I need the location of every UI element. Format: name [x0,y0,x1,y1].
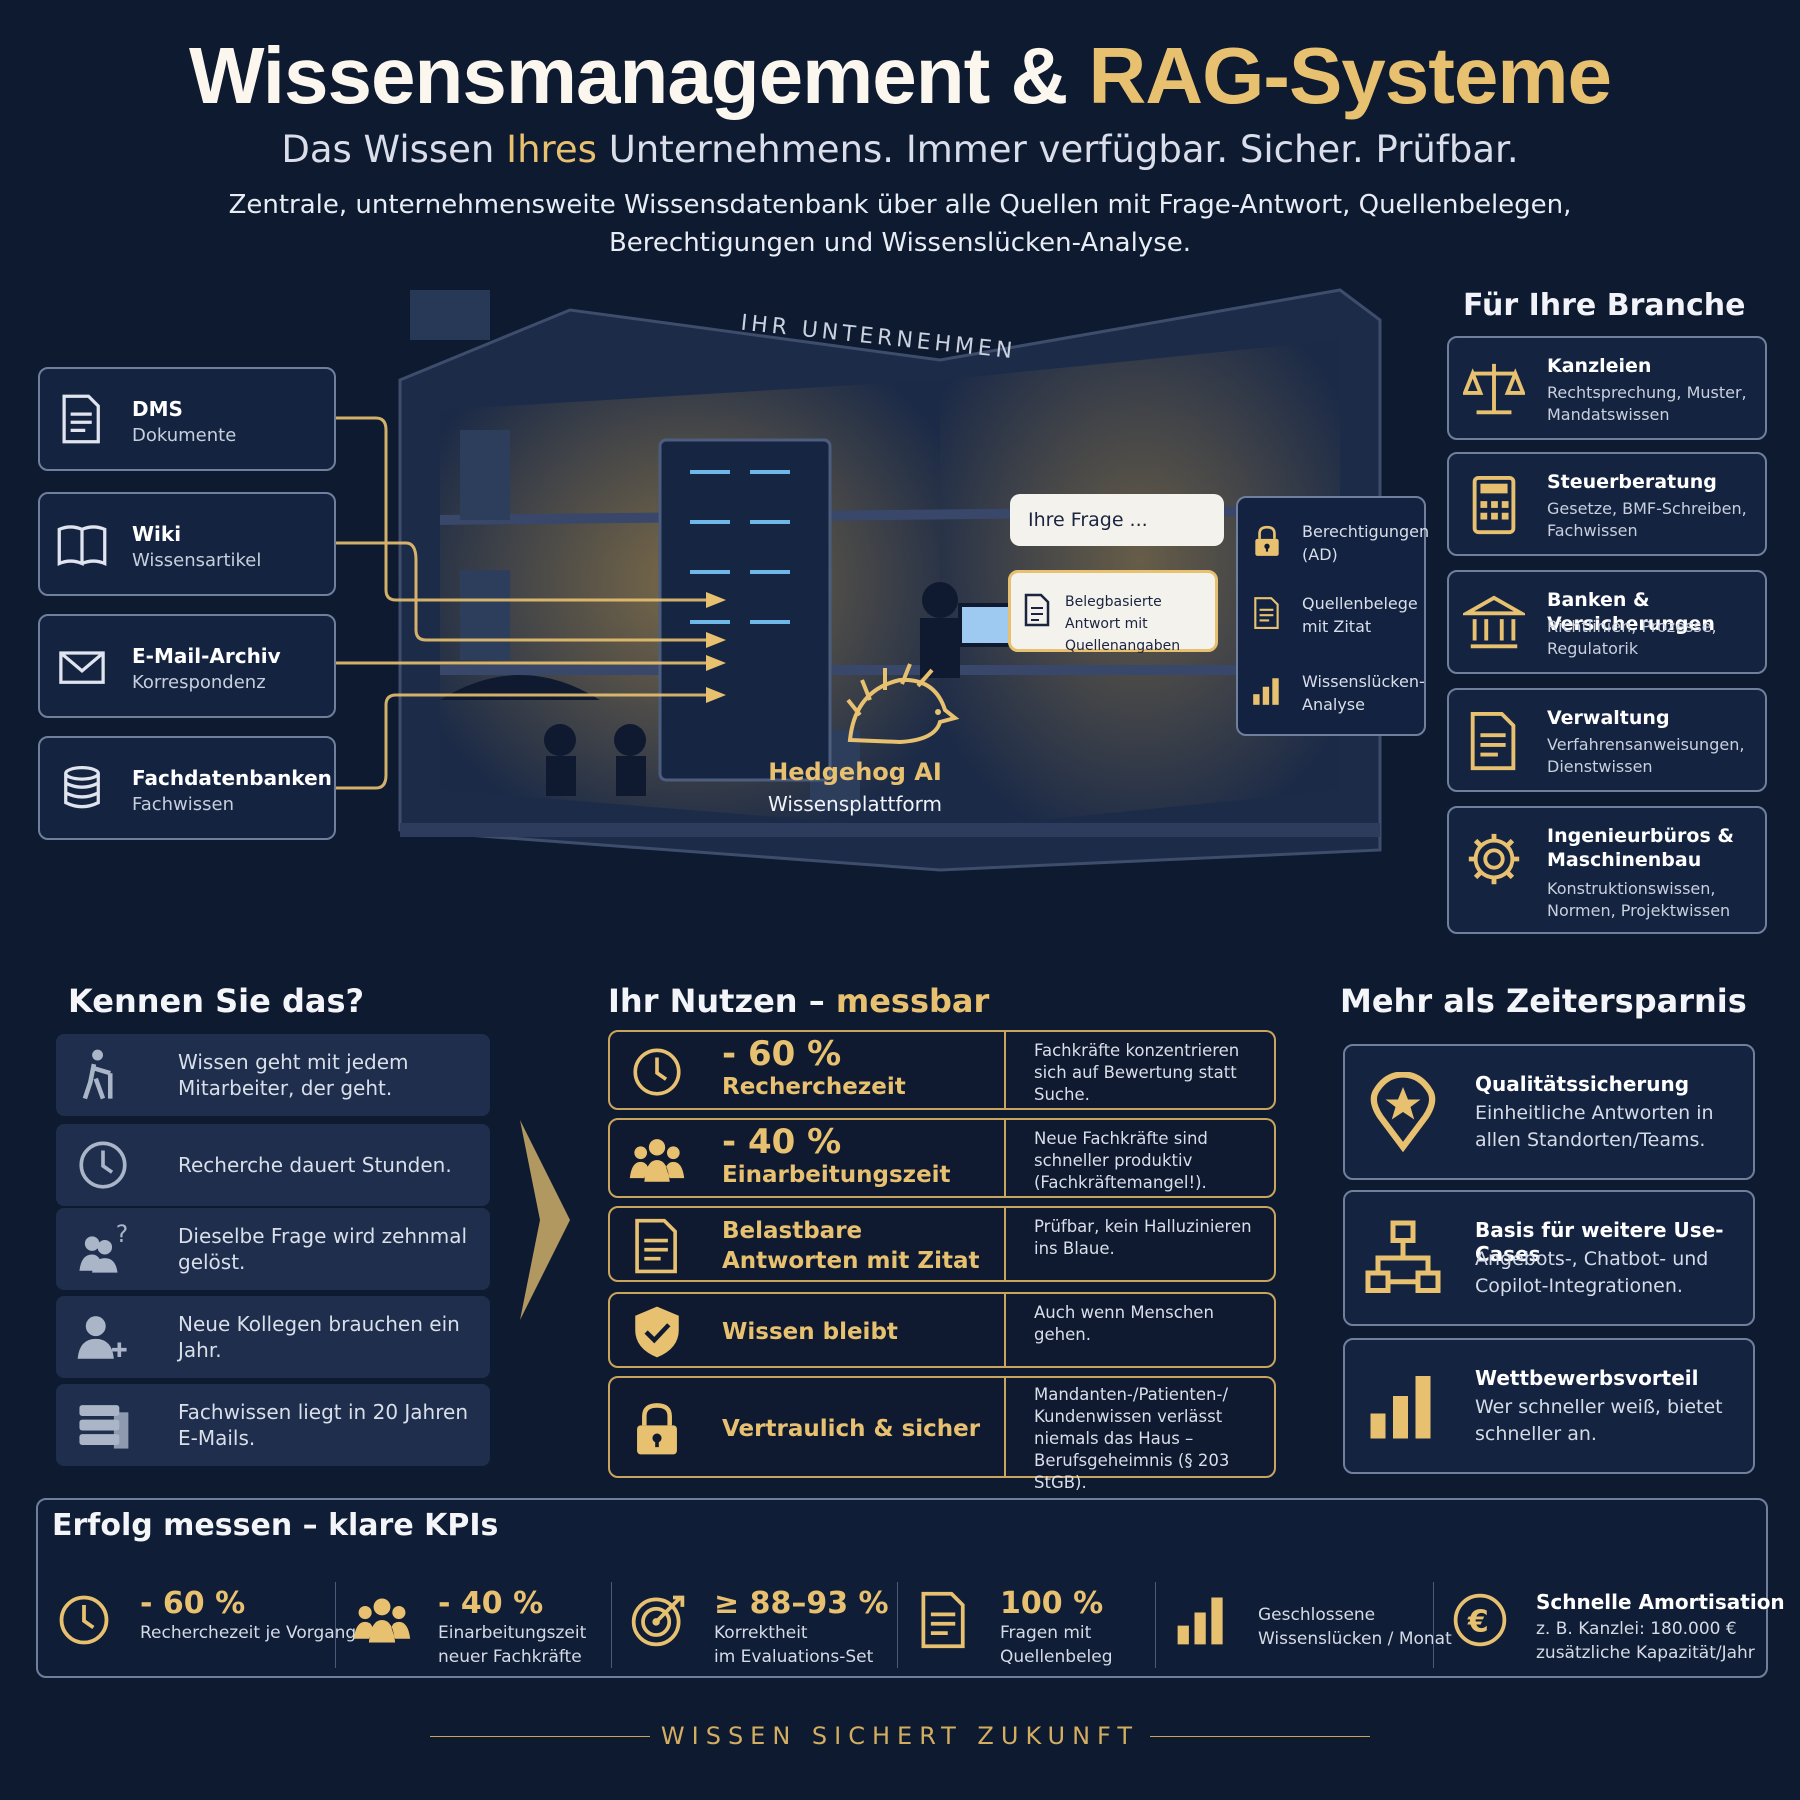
kpi-item: 100 % Fragen mit Quellenbeleg [898,1582,1156,1672]
document-icon [62,394,100,444]
calculator-icon [1472,475,1516,535]
problem-item: Fachwissen liegt in 20 Jahren E-Mails. [56,1384,490,1466]
benefit-item: Wissen bleibt Auch wenn Menschen gehen. [608,1292,1276,1368]
kpi-item: Geschlossene Wissenslücken / Monat [1156,1582,1452,1672]
platform-name: Hedgehog AI [768,758,942,786]
svg-text:?: ? [116,1220,129,1248]
branch-item[interactable]: Ingenieurbüros & Maschinenbau Konstrukti… [1447,806,1767,934]
platform-subtitle: Wissensplattform [768,792,942,816]
source-connectors [336,416,726,790]
hierarchy-icon [1365,1220,1441,1293]
document-icon [635,1218,677,1274]
benefit-item: - 60 % Recherchezeit Fachkräfte konzentr… [608,1030,1276,1110]
page-subtitle: Das Wissen Ihres Unternehmens. Immer ver… [281,128,1519,171]
advantage-item: Basis für weitere Use-Cases Angebots-, C… [1343,1190,1755,1326]
kpi-item: ≥ 88–93 % Korrektheit im Evaluations-Set [612,1582,898,1672]
branch-item[interactable]: Steuerberatung Gesetze, BMF-Schreiben, F… [1447,452,1767,556]
clock-icon [633,1048,681,1096]
problem-item: Neue Kollegen brauchen ein Jahr. [56,1296,490,1378]
clock-icon [79,1141,127,1189]
problem-item: ? Dieselbe Frage wird zehnmal gelöst. [56,1208,490,1290]
more-heading: Mehr als Zeitersparnis [1340,982,1747,1020]
source-wiki[interactable]: Wiki Wissensartikel [38,492,336,596]
answer-card: Belegbasierte Antwort mit Quellenangaben [1008,570,1218,654]
kpi-item: - 60 % Recherchezeit je Vorgang [38,1582,356,1672]
document-icon [921,1591,965,1649]
hedgehog-icon [846,663,960,745]
group-question-icon: ? [79,1220,129,1273]
source-dms[interactable]: DMS Dokumente [38,367,336,471]
page-title: Wissensmanagement & RAG-Systeme [188,31,1612,120]
bar-chart-icon [1253,678,1279,705]
building-illustration [380,270,1420,970]
branch-heading: Für Ihre Branche [1463,288,1746,323]
gear-icon [1468,833,1520,885]
kpi-item: € Schnelle Amortisation z. B. Kanzlei: 1… [1434,1582,1785,1672]
bank-icon [1459,595,1529,649]
document-icon [1470,711,1516,771]
database-icon [64,766,100,809]
benefit-item: Vertraulich & sicher Mandanten-/Patiente… [608,1376,1276,1492]
bar-chart-icon [1370,1376,1431,1439]
footer-tagline: WISSEN SICHERT ZUKUNFT [660,1722,1140,1750]
book-icon [57,525,107,566]
branch-item[interactable]: Verwaltung Verfahrensanweisungen, Dienst… [1447,688,1767,792]
advantage-item: Qualitätssicherung Einheitliche Antworte… [1343,1044,1755,1180]
branch-item[interactable]: Kanzleien Rechtsprechung, Muster, Mandat… [1447,336,1767,440]
lock-icon [1255,525,1279,556]
person-leaving-icon [82,1049,113,1100]
kpi-heading: Erfolg messen – klare KPIs [52,1508,499,1543]
page-description: Zentrale, unternehmensweite Wissensdaten… [228,190,1572,258]
scales-icon [1462,363,1526,415]
document-icon [1254,597,1279,629]
benefit-item: - 40 % Einarbeitungszeit Neue Fachkräfte… [608,1118,1276,1198]
problem-item: Recherche dauert Stunden. [56,1124,490,1206]
answer-text: Belegbasierte Antwort mit Quellenangaben [1065,594,1181,654]
svg-text:€: € [1467,1604,1489,1639]
shield-check-icon [635,1306,679,1358]
source-fachdatenbanken[interactable]: Fachdatenbanken Fachwissen [38,736,336,840]
lock-icon [637,1403,677,1455]
footer-line-right [1150,1736,1370,1737]
chevron-right-icon [520,1120,570,1320]
group-icon [629,1139,685,1182]
archive-icon [79,1405,129,1449]
source-e-mail-archiv[interactable]: E-Mail-Archiv Korrespondenz [38,614,336,718]
benefits-heading: Ihr Nutzen – messbar [608,982,990,1020]
add-user-icon [77,1316,127,1359]
benefit-item: Belastbare Antworten mit Zitat Prüfbar, … [608,1206,1276,1282]
problem-item: Wissen geht mit jedem Mitarbeiter, der g… [56,1034,490,1116]
euro-icon: € [1453,1593,1507,1647]
document-icon [1024,593,1050,627]
bar-chart-icon [1177,1597,1223,1645]
clock-icon [59,1595,109,1645]
kpi-item: - 40 % Einarbeitungszeit neuer Fachkräft… [336,1582,612,1672]
advantage-item: Wettbewerbsvorteil Wer schneller weiß, b… [1343,1338,1755,1474]
mail-icon [59,651,105,684]
feature-panel: Berechtigungen (AD) Quellenbelege mit Zi… [1236,496,1429,736]
star-pin-icon [1370,1071,1436,1153]
kpi-panel: - 60 % Recherchezeit je Vorgang - 40 % E… [36,1498,1785,1678]
footer-line-left [430,1736,650,1737]
group-icon [353,1598,411,1643]
question-bubble[interactable]: Ihre Frage ... [1010,494,1224,546]
branch-item[interactable]: Banken & Versicherungen Richtlinien, Pro… [1447,570,1767,674]
target-icon [631,1595,685,1647]
problems-heading: Kennen Sie das? [68,982,365,1020]
